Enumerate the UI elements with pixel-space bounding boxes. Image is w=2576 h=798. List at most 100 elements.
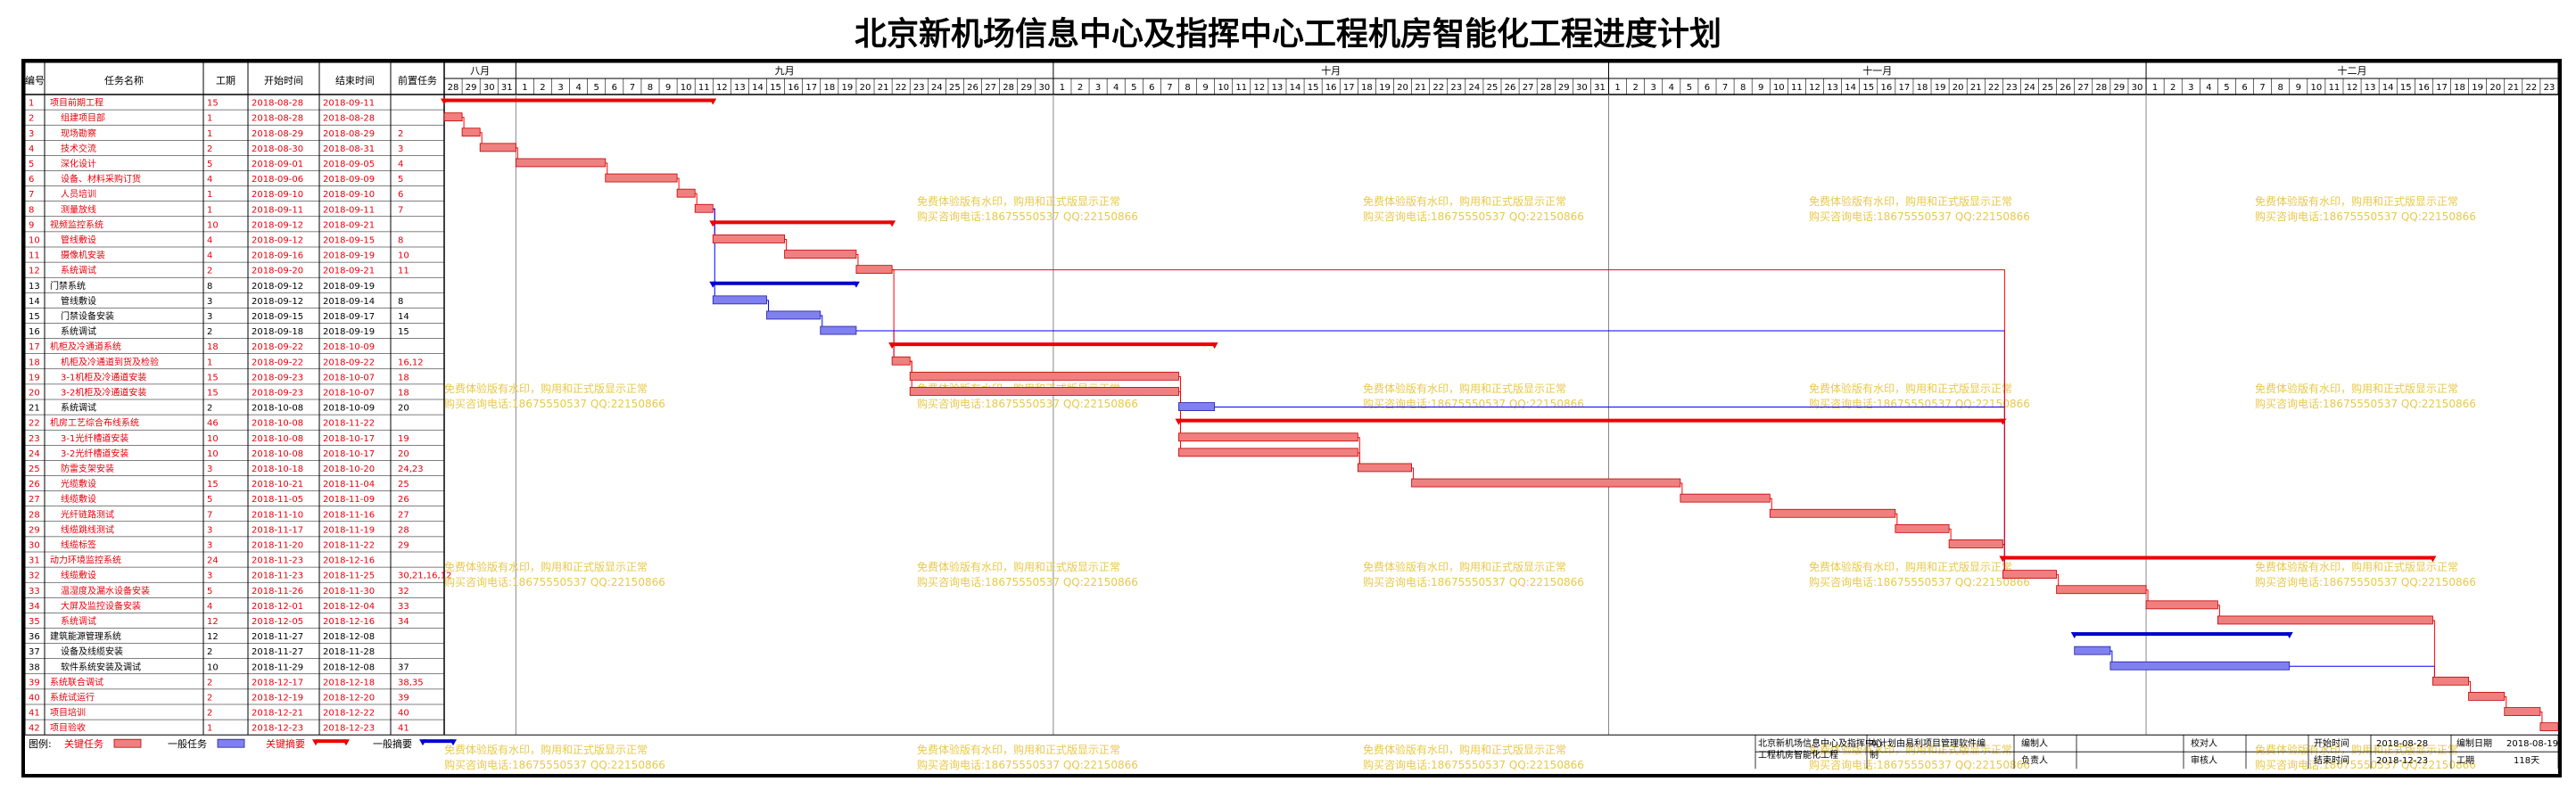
footer-end-value: 2018-12-23 [2376,756,2428,766]
day-label: 16 [1325,83,1337,93]
month-label-3: 十一月 [1862,64,1892,77]
day-label: 24 [2024,83,2035,93]
task-predecessor: 25 [398,480,409,489]
task-end: 2018-12-22 [323,709,375,719]
dependency-link [516,147,518,159]
page-title: 北京新机场信息中心及指挥中心工程机房智能化工程进度计划 [854,16,1721,53]
legend-swatch-cap [343,739,350,746]
task-name: 线缆标签 [61,539,96,551]
task-id: 8 [29,205,34,215]
watermark-text: 购买咨询电话:18675550537 QQ:22150866 [1363,758,1584,771]
task-bar [694,203,714,213]
task-predecessor: 40 [398,709,409,719]
day-label: 25 [949,83,961,93]
day-label: 19 [2472,83,2483,93]
task-name: 3-1光纤槽道安装 [61,432,128,444]
task-end: 2018-12-04 [323,602,375,612]
task-duration: 2 [207,327,212,337]
task-name: 系统调试 [61,265,96,276]
task-end: 2018-09-10 [323,190,375,200]
task-name: 动力环境监控系统 [50,555,121,566]
task-bar [820,325,857,335]
watermark-text: 免费体验版有水印，购用和正式版显示正常 [917,194,1120,208]
task-id: 42 [29,724,40,734]
day-label: 22 [2526,83,2538,93]
task-predecessor: 39 [398,694,409,703]
dependency-link [2110,650,2113,662]
day-label: 25 [1487,83,1499,93]
task-end: 2018-11-25 [323,572,375,581]
task-duration: 10 [207,662,219,672]
task-end: 2018-10-09 [323,342,375,352]
task-duration: 3 [207,541,212,551]
day-label: 12 [716,83,728,93]
watermark-text: 购买咨询电话:18675550537 QQ:22150866 [444,397,665,410]
day-label: 3 [1651,83,1656,93]
task-name: 管线敷设 [61,295,96,307]
task-start: 2018-10-08 [252,419,303,429]
task-bar [2002,570,2058,580]
day-label: 23 [1450,83,1462,93]
task-bar [1948,539,2003,548]
day-label: 12 [2347,83,2358,93]
task-start: 2018-09-18 [252,327,303,337]
watermark-text: 免费体验版有水印，购用和正式版显示正常 [1363,194,1566,208]
day-label: 14 [1845,83,1856,93]
task-bar [479,143,516,152]
task-start: 2018-11-27 [252,647,303,657]
task-id: 34 [29,602,40,612]
task-end: 2018-09-19 [323,327,375,337]
task-id: 12 [29,267,40,276]
task-end: 2018-12-08 [323,632,375,642]
dependency-link [855,330,2005,571]
task-bar [1178,432,1358,442]
footer-owner-label: 负责人 [2021,754,2048,766]
task-start: 2018-11-05 [252,495,303,505]
task-predecessor: 8 [398,297,403,307]
summary-bar-cap [441,98,448,105]
dependency-link [1411,467,1415,480]
task-duration: 2 [207,647,212,657]
task-predecessor: 24,23 [398,465,424,474]
task-name: 大屏及监控设备安装 [61,600,141,612]
task-start: 2018-10-08 [252,449,303,459]
day-label: 11 [2329,83,2341,93]
task-start: 2018-09-01 [252,160,303,169]
dependency-link [1680,482,1683,495]
watermark-text: 免费体验版有水印，购用和正式版显示正常 [1809,743,2012,756]
task-predecessor: 30,21,16,12 [398,572,451,581]
day-label: 1 [2152,83,2158,93]
task-predecessor: 4 [398,160,403,169]
task-duration: 5 [207,495,212,505]
day-label: 17 [1343,83,1355,93]
task-start: 2018-09-20 [252,267,303,276]
day-label: 10 [1773,83,1785,93]
task-id: 33 [29,587,40,596]
day-label: 2 [1632,83,1638,93]
day-label: 21 [1415,83,1426,93]
task-start: 2018-09-22 [252,342,303,352]
column-header-1: 任务名称 [104,74,144,86]
task-end: 2018-10-09 [323,404,375,414]
task-duration: 15 [207,480,219,489]
task-name: 光纤链路测试 [61,508,114,520]
watermark-text: 购买咨询电话:18675550537 QQ:22150866 [1809,758,2030,771]
task-name: 摄像机安装 [61,250,105,261]
task-name: 软件系统安装及调试 [61,661,141,672]
day-label: 28 [448,83,459,93]
day-label: 4 [575,83,581,93]
summary-bar [2074,632,2290,637]
footer-project-name: 工程机房智能化工程 [1758,749,1838,761]
task-start: 2018-09-22 [252,358,303,367]
task-duration: 18 [207,342,219,352]
day-label: 20 [2489,83,2501,93]
watermark-text: 购买咨询电话:18675550537 QQ:22150866 [1809,575,2030,588]
task-id: 38 [29,662,40,672]
watermark-text: 免费体验版有水印，购用和正式版显示正常 [917,560,1120,573]
day-label: 21 [2507,83,2519,93]
day-label: 13 [734,83,746,93]
month-label-0: 八月 [470,65,490,77]
day-label: 9 [1202,83,1208,93]
day-label: 19 [1379,83,1391,93]
